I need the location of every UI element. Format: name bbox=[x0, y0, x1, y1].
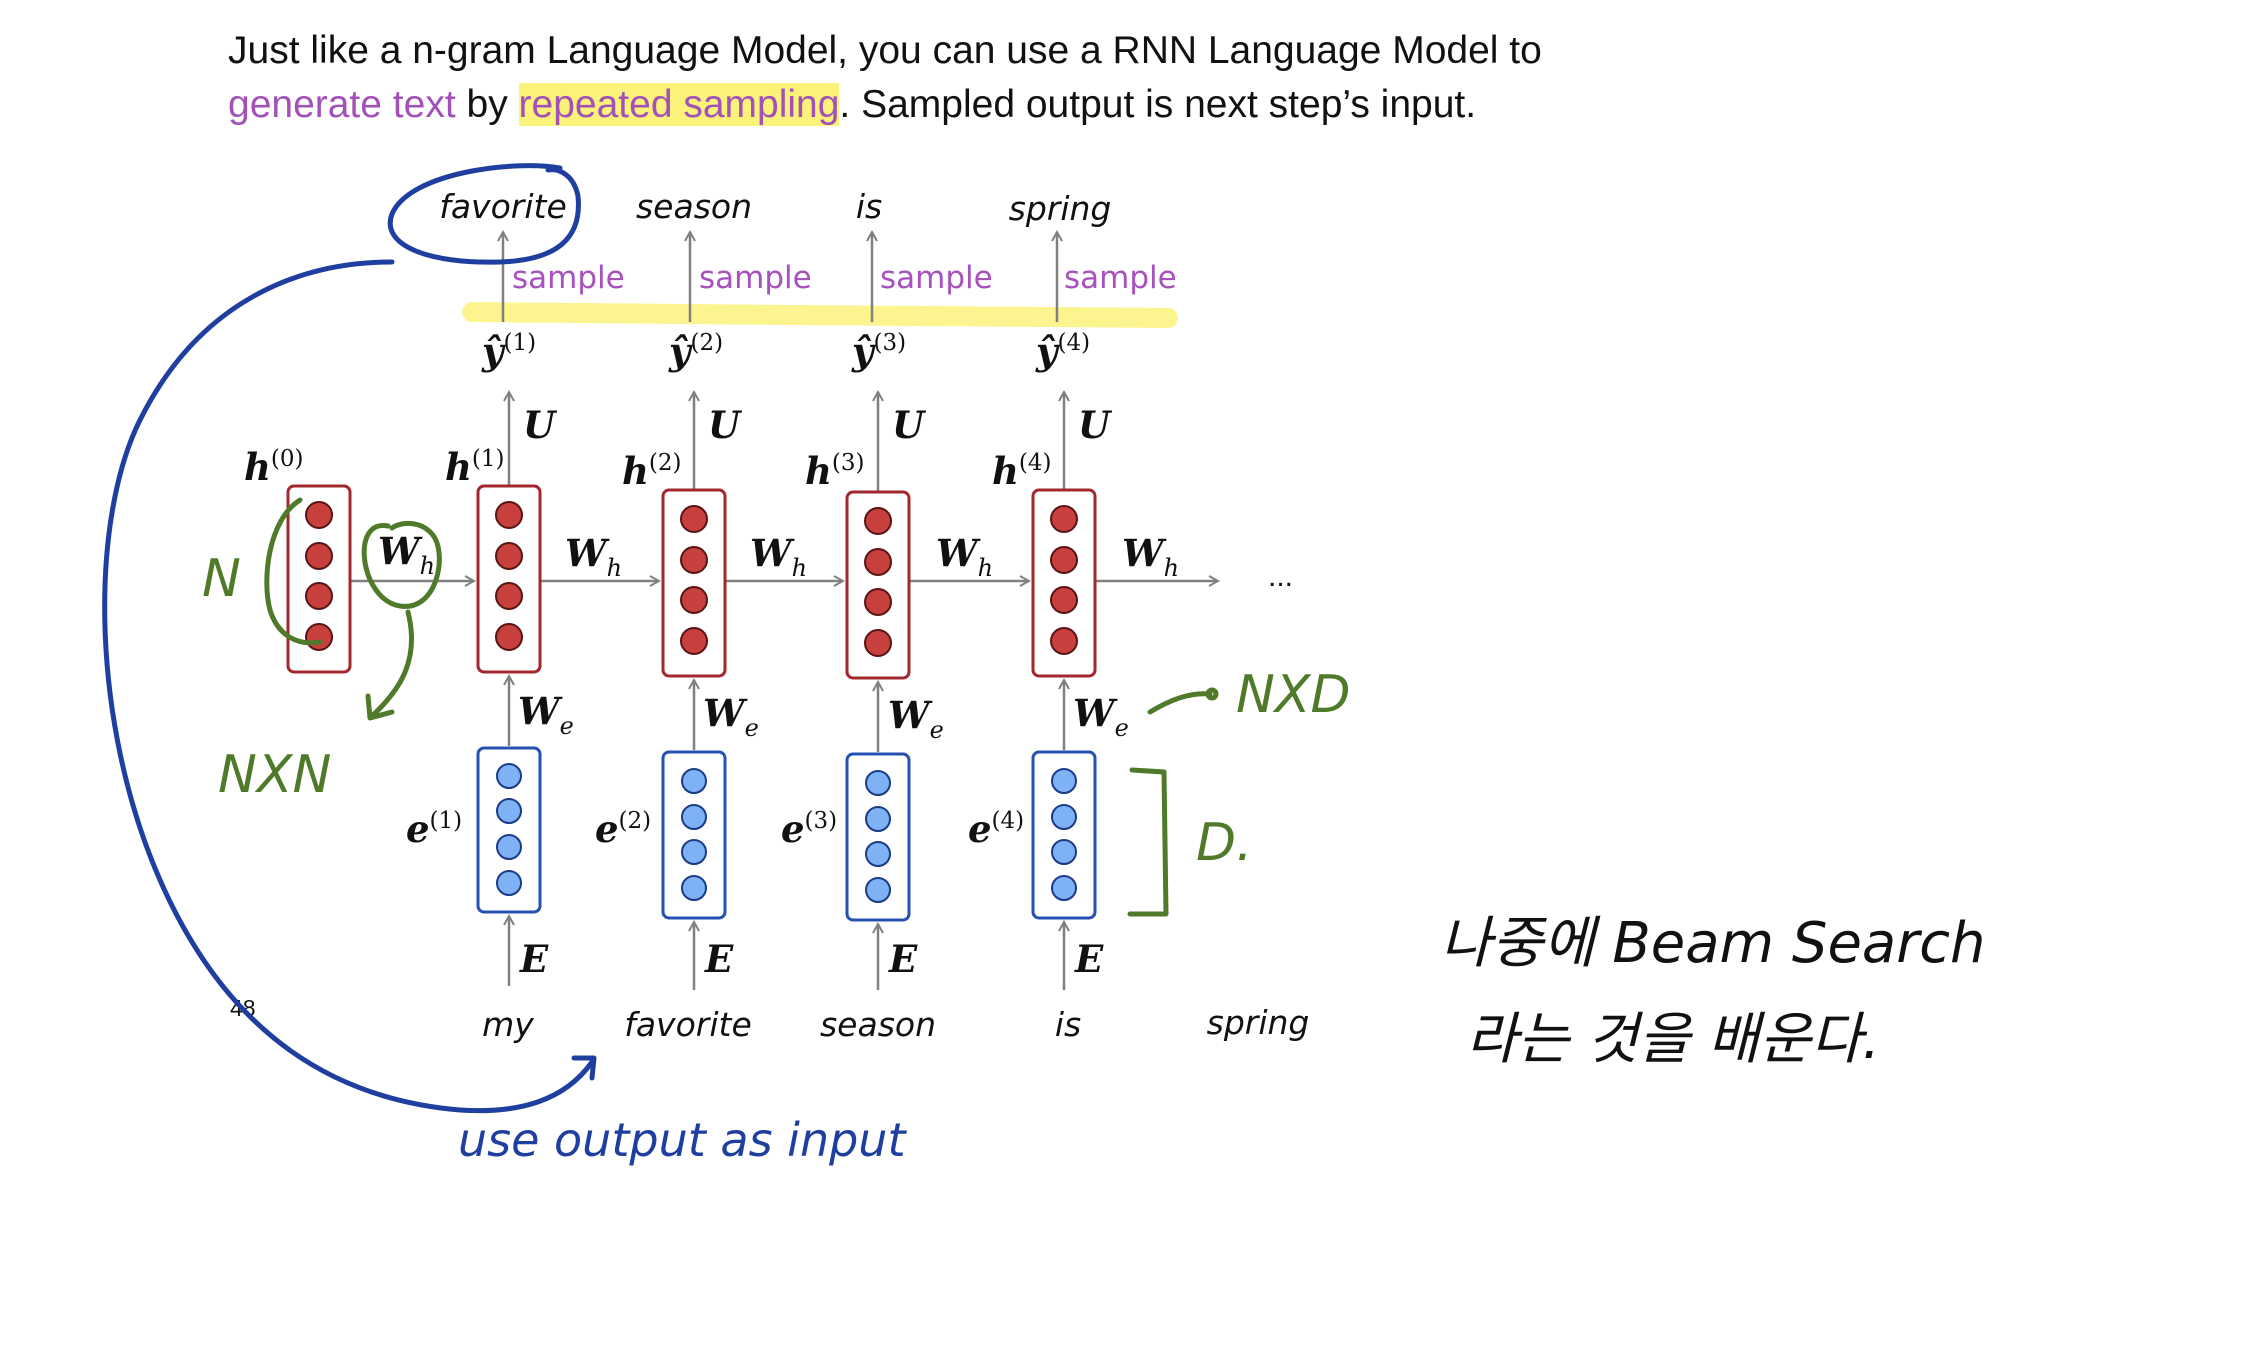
hidden-state-h1 bbox=[476, 484, 542, 674]
y-hat-1: ŷ(1) bbox=[481, 329, 536, 373]
d-annotation: D. bbox=[1196, 813, 1253, 873]
we-label: We bbox=[518, 689, 574, 740]
e-label-2: e(2) bbox=[595, 807, 651, 851]
wh-label: Wh bbox=[1122, 531, 1179, 582]
y-hat-4: ŷ(4) bbox=[1035, 329, 1090, 373]
sample-label: sample bbox=[880, 260, 993, 296]
sample-label: sample bbox=[1064, 260, 1177, 296]
h-label-2: h(2) bbox=[622, 449, 682, 493]
slide-header: Just like a n-gram Language Model, you c… bbox=[228, 24, 1542, 132]
header-line-2: generate text by repeated sampling. Samp… bbox=[228, 78, 1542, 132]
header-line-2-rest: . Sampled output is next step’s input. bbox=[839, 83, 1477, 126]
h0-bracket-annotation bbox=[264, 497, 323, 646]
hidden-state-h3 bbox=[845, 490, 911, 680]
wh-label: Wh bbox=[565, 531, 622, 582]
output-word: season bbox=[636, 187, 752, 226]
sample-label: sample bbox=[512, 260, 625, 296]
n-annotation: N bbox=[202, 549, 241, 609]
output-word: is bbox=[856, 187, 882, 226]
input-word: favorite bbox=[624, 1005, 752, 1044]
we-arrows bbox=[509, 676, 1064, 752]
korean-note-line-2: 라는 것을 배운다. bbox=[1466, 1007, 1880, 1072]
wh-label: Wh bbox=[378, 529, 435, 580]
we-label: We bbox=[703, 691, 759, 742]
input-word: is bbox=[1055, 1005, 1081, 1044]
h-label-0: h(0) bbox=[244, 445, 304, 489]
we-label: We bbox=[888, 693, 944, 744]
wh-labels: Wh Wh Wh Wh Wh bbox=[378, 529, 1179, 582]
y-hat-labels: ŷ(1) ŷ(2) ŷ(3) ŷ(4) bbox=[481, 329, 1090, 373]
embedding-e4 bbox=[1031, 750, 1097, 920]
input-word: season bbox=[820, 1005, 936, 1044]
y-hat-3: ŷ(3) bbox=[851, 329, 906, 373]
e-label-4: e(4) bbox=[968, 807, 1024, 851]
e-matrix-label: E bbox=[519, 937, 549, 981]
hidden-state-h2 bbox=[661, 488, 727, 678]
embedding-e3 bbox=[845, 752, 911, 922]
hidden-boxes bbox=[286, 484, 1097, 680]
favorite-circle-annotation bbox=[387, 163, 581, 265]
ellipsis: ... bbox=[1268, 560, 1293, 593]
sample-row-highlight bbox=[462, 302, 1178, 328]
generate-text-phrase: generate text bbox=[228, 83, 456, 126]
we-to-nxd-arrow bbox=[1147, 691, 1213, 715]
nxn-annotation: NXN bbox=[218, 745, 331, 805]
we-labels: We We We We bbox=[518, 689, 1129, 744]
y-hat-2: ŷ(2) bbox=[668, 329, 723, 373]
wh-circle-annotation bbox=[361, 521, 442, 609]
e-matrix-label: E bbox=[704, 937, 734, 981]
e-matrix-labels: E E E E bbox=[519, 937, 1104, 981]
sample-label: sample bbox=[699, 260, 812, 296]
d-bracket-annotation bbox=[1127, 767, 1169, 917]
input-word: my bbox=[482, 1005, 534, 1044]
u-labels: U U U U bbox=[523, 403, 1113, 447]
korean-note-line-1: 나중에 Beam Search bbox=[1440, 911, 1986, 976]
e-matrix-label: E bbox=[888, 937, 918, 981]
feedback-loop-curve bbox=[102, 259, 595, 1114]
feedback-arrowhead bbox=[571, 1055, 597, 1081]
green-ink-annotations bbox=[264, 497, 1219, 917]
h-label-3: h(3) bbox=[805, 449, 865, 493]
e-arrows bbox=[509, 916, 1064, 990]
output-word: spring bbox=[1009, 189, 1112, 228]
header-line-1: Just like a n-gram Language Model, you c… bbox=[228, 29, 1542, 72]
by-word: by bbox=[455, 83, 519, 126]
hidden-state-h0 bbox=[286, 484, 352, 674]
nxd-arrow-dot bbox=[1205, 687, 1219, 701]
use-output-annotation: use output as input bbox=[458, 1113, 907, 1167]
u-label: U bbox=[892, 403, 927, 447]
repeated-sampling-phrase: repeated sampling bbox=[518, 83, 840, 126]
e-label-1: e(1) bbox=[406, 807, 462, 851]
h-label-1: h(1) bbox=[445, 445, 505, 489]
wh-label: Wh bbox=[750, 531, 807, 582]
e-label-3: e(3) bbox=[781, 807, 837, 851]
sample-arrows bbox=[503, 232, 1057, 322]
embedding-boxes bbox=[476, 746, 1097, 922]
wh-to-nxn-arrow bbox=[369, 609, 414, 719]
input-words: my favorite season is spring bbox=[482, 1003, 1309, 1044]
input-word: spring bbox=[1207, 1003, 1310, 1042]
u-label: U bbox=[708, 403, 743, 447]
e-matrix-label: E bbox=[1074, 937, 1104, 981]
u-arrows bbox=[509, 392, 1064, 492]
output-words: favorite season is spring bbox=[439, 187, 1111, 228]
u-label: U bbox=[523, 403, 558, 447]
nxn-arrowhead bbox=[365, 693, 395, 721]
sample-labels: sample sample sample sample bbox=[512, 260, 1177, 296]
u-label: U bbox=[1078, 403, 1113, 447]
we-label: We bbox=[1073, 691, 1129, 742]
blue-ink-annotations bbox=[102, 163, 597, 1114]
hidden-state-h4 bbox=[1031, 488, 1097, 678]
embedding-labels: e(1) e(2) e(3) e(4) bbox=[406, 807, 1024, 851]
hidden-labels: h(0) h(1) h(2) h(3) h(4) bbox=[244, 445, 1052, 493]
output-word: favorite bbox=[439, 187, 567, 226]
wh-label: Wh bbox=[936, 531, 993, 582]
embedding-e2 bbox=[661, 750, 727, 920]
nxd-annotation: NXD bbox=[1236, 665, 1351, 725]
h-label-4: h(4) bbox=[992, 449, 1052, 493]
embedding-e1 bbox=[476, 746, 542, 914]
